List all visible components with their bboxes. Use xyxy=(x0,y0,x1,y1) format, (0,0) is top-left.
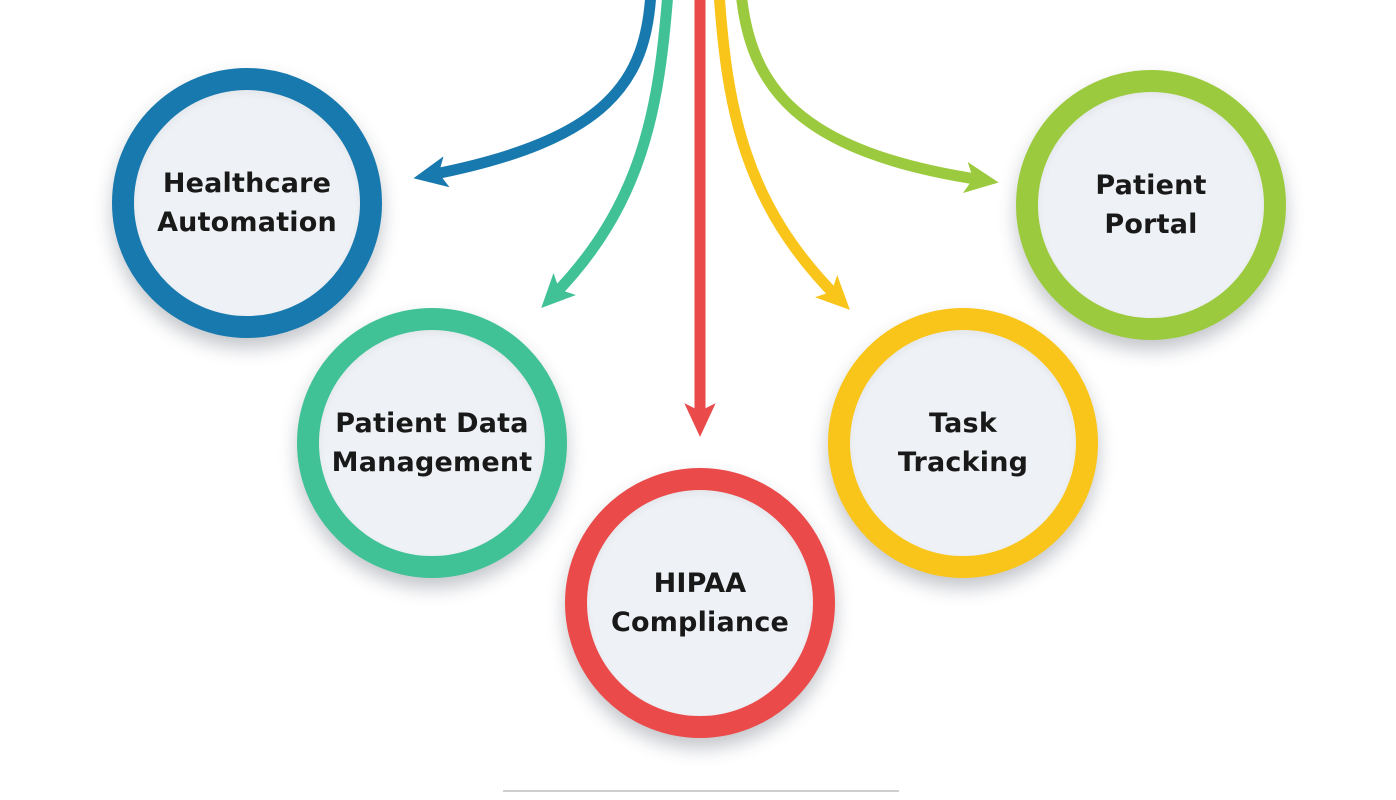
arrow-to-patient-data-management xyxy=(541,0,673,309)
node-label: Healthcare Automation xyxy=(157,167,337,238)
arrow-to-task-tracking xyxy=(714,0,850,310)
node-label: Patient Portal xyxy=(1095,169,1207,240)
node-healthcare-automation: Healthcare Automation xyxy=(112,68,382,338)
node-task-tracking: Task Tracking xyxy=(828,308,1098,578)
node-patient-portal: Patient Portal xyxy=(1016,70,1286,340)
arrow-to-healthcare-automation xyxy=(413,0,656,188)
node-hipaa-compliance: HIPAA Compliance xyxy=(565,468,835,738)
node-label: Patient Data Management xyxy=(331,407,533,478)
bottom-divider xyxy=(503,790,899,792)
node-label: HIPAA Compliance xyxy=(610,567,790,638)
node-label: Task Tracking xyxy=(897,407,1029,478)
arrow-to-patient-portal xyxy=(736,0,999,194)
node-patient-data-management: Patient Data Management xyxy=(297,308,567,578)
